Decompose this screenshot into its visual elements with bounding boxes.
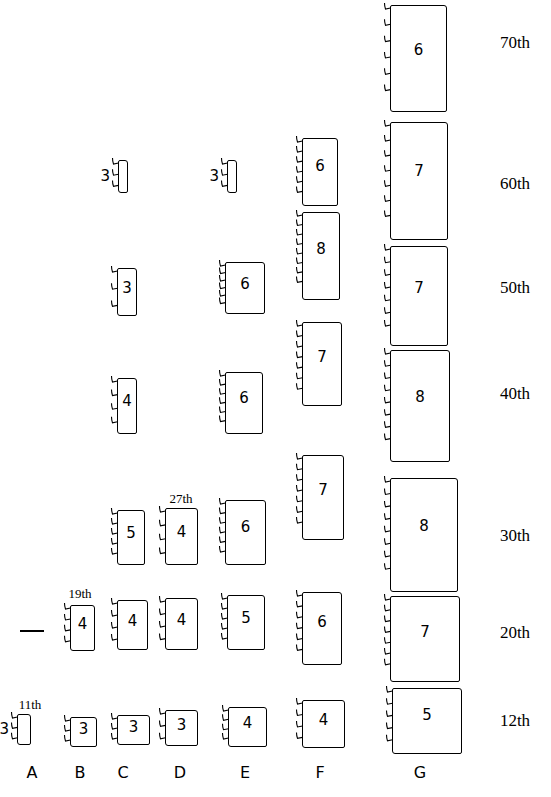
seta-count: 7 (414, 164, 424, 179)
seta-count: 8 (316, 242, 326, 257)
antenna-segment: 4 (117, 600, 148, 650)
seta-count: 4 (78, 617, 88, 632)
antenna-segment: 3 (118, 160, 128, 193)
segment-ordinal-note: 27th (169, 492, 192, 505)
antenna-segment: 5 (117, 510, 145, 565)
antenna-segment: 3 (70, 717, 97, 747)
antenna-segment: 8 (390, 350, 450, 462)
scale-bar (20, 630, 44, 632)
seta-count: 4 (177, 525, 187, 540)
seta-count: 6 (240, 277, 250, 292)
panel-letter: B (75, 765, 86, 781)
antenna-segment: 6 (302, 592, 342, 665)
panel-letter: C (117, 765, 128, 781)
segment-ordinal-note: 11th (19, 698, 42, 711)
seta-count: 8 (419, 519, 429, 534)
seta-count: 3 (0, 722, 9, 737)
segment-ordinal: 20th (500, 624, 530, 641)
seta-count: 6 (414, 43, 424, 58)
seta-count: 4 (128, 614, 138, 629)
panel-letter: E (240, 765, 250, 781)
segment-ordinal: 30th (500, 527, 530, 544)
panel-letter: G (414, 765, 426, 781)
seta-count: 5 (241, 611, 251, 626)
panel-letter: A (27, 765, 38, 781)
seta-count: 3 (177, 718, 187, 733)
segment-ordinal: 40th (500, 385, 530, 402)
panel-letter: F (315, 765, 324, 781)
antenna-segment: 4 (70, 605, 95, 651)
antenna-segment: 4 (302, 700, 345, 748)
antenna-segment: 4 (117, 378, 137, 434)
seta-count: 7 (318, 483, 328, 498)
antenna-segment: 8 (302, 212, 340, 300)
antenna-segment: 3 (117, 268, 137, 316)
antenna-segment: 7 (390, 122, 448, 240)
antenna-segment: 5 (392, 688, 462, 754)
seta-count: 7 (420, 625, 430, 640)
antenna-segment: 6 (225, 372, 263, 434)
antenna-segment: 4 (165, 508, 198, 565)
seta-count: 4 (122, 394, 132, 409)
segment-ordinal: 50th (500, 279, 530, 296)
antenna-segment: 6 (225, 500, 266, 565)
antenna-segment: 6 (225, 262, 265, 314)
seta-count: 6 (239, 391, 249, 406)
segment-ordinal: 12th (500, 712, 530, 729)
antenna-segment: 4 (165, 598, 198, 650)
antenna-segment: 3 (17, 714, 31, 745)
antenna-segment: 6 (302, 138, 338, 206)
antenna-segment: 4 (228, 707, 267, 747)
segment-ordinal: 70th (500, 34, 530, 51)
seta-count: 5 (422, 708, 432, 723)
panel-letter: D (174, 765, 186, 781)
seta-count: 4 (243, 716, 253, 731)
antenna-segment: 3 (165, 710, 198, 746)
seta-count: 3 (122, 281, 132, 296)
antenna-segment: 3 (227, 160, 237, 193)
antenna-segment: 7 (302, 322, 342, 406)
antenna-segment: 3 (117, 715, 150, 745)
antenna-segment: 8 (390, 478, 458, 592)
seta-count: 8 (415, 390, 425, 405)
antenna-segment: 6 (390, 5, 447, 112)
seta-count: 5 (126, 526, 136, 541)
seta-count: 4 (319, 713, 329, 728)
seta-count: 6 (241, 520, 251, 535)
seta-count: 3 (100, 169, 110, 184)
seta-count: 6 (317, 615, 327, 630)
antenna-segment: 7 (390, 596, 460, 682)
segment-ordinal: 60th (500, 175, 530, 192)
segment-ordinal-note: 19th (68, 587, 91, 600)
seta-count: 3 (129, 720, 139, 735)
seta-count: 6 (315, 159, 325, 174)
seta-count: 3 (209, 169, 219, 184)
antenna-segment: 7 (302, 455, 344, 540)
seta-count: 7 (317, 350, 327, 365)
seta-count: 7 (414, 281, 424, 296)
seta-count: 3 (79, 722, 89, 737)
antenna-segment: 7 (390, 246, 448, 346)
antenna-segment: 5 (227, 595, 265, 650)
seta-count: 4 (177, 613, 187, 628)
